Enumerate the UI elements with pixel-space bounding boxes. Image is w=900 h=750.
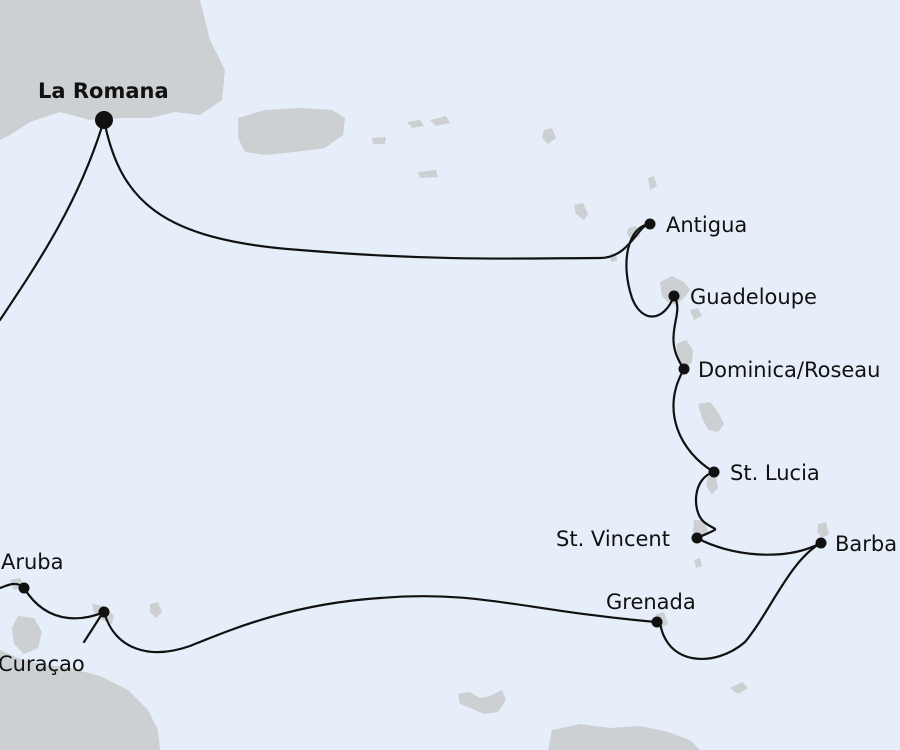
barbuda-island xyxy=(648,176,657,190)
st-lucia-island xyxy=(706,476,718,494)
landmasses xyxy=(0,0,829,750)
paraguana-peninsula xyxy=(12,616,42,654)
route-segment xyxy=(672,367,716,474)
port-marker-dominica[interactable] xyxy=(678,363,690,375)
tobago-island xyxy=(730,682,748,694)
port-label-st-lucia: St. Lucia xyxy=(730,461,820,485)
port-labels: La Romana Antigua Guadeloupe Dominica/Ro… xyxy=(0,79,897,676)
route-segment xyxy=(658,541,823,661)
grenadines-islet xyxy=(694,558,702,568)
route-segment xyxy=(0,118,106,322)
port-markers xyxy=(18,111,827,628)
port-marker-st-lucia[interactable] xyxy=(708,466,720,478)
virgin-island-1 xyxy=(407,120,424,128)
guadeloupe-island xyxy=(660,276,690,305)
port-marker-aruba[interactable] xyxy=(18,582,30,594)
port-marker-st-vincent[interactable] xyxy=(691,532,703,544)
port-label-aruba: Aruba xyxy=(1,550,64,574)
route-segment xyxy=(695,536,823,556)
virgin-island-2 xyxy=(430,116,450,126)
port-label-guadeloupe: Guadeloupe xyxy=(690,285,817,309)
port-label-curacao: Curaçao xyxy=(0,652,85,676)
south-america-landmass xyxy=(0,650,160,750)
route-segment xyxy=(22,586,106,620)
port-label-antigua: Antigua xyxy=(666,213,747,237)
port-label-barbados: Barba xyxy=(835,532,897,556)
route-segment xyxy=(102,118,652,260)
port-label-st-vincent: St. Vincent xyxy=(556,527,670,551)
port-label-grenada: Grenada xyxy=(606,590,696,614)
port-marker-curacao[interactable] xyxy=(98,606,110,618)
hispaniola-landmass xyxy=(0,0,225,140)
port-marker-la-romana[interactable] xyxy=(95,111,113,129)
st-kitts-island xyxy=(574,203,588,220)
curacao-leader-line xyxy=(82,612,104,644)
martinique-island xyxy=(698,402,724,432)
barbados-island xyxy=(817,522,829,538)
trinidad-island xyxy=(548,724,700,750)
route-segment xyxy=(625,222,676,318)
virgin-island-4 xyxy=(418,170,438,178)
port-marker-antigua[interactable] xyxy=(644,218,656,230)
marie-galante-island xyxy=(690,308,702,320)
port-label-dominica: Dominica/Roseau xyxy=(698,358,880,382)
route-segment xyxy=(694,470,717,540)
virgin-island-3 xyxy=(372,137,386,144)
port-marker-barbados[interactable] xyxy=(815,537,827,549)
port-label-la-romana: La Romana xyxy=(38,79,169,103)
route-segment xyxy=(672,294,686,371)
port-marker-grenada[interactable] xyxy=(651,616,663,628)
cruise-route xyxy=(0,118,823,661)
puerto-rico-landmass xyxy=(238,108,345,155)
margarita-island xyxy=(458,690,506,714)
bonaire-island xyxy=(150,602,162,618)
port-marker-guadeloupe[interactable] xyxy=(668,290,680,302)
route-segment xyxy=(102,595,658,654)
anguilla-island xyxy=(542,128,556,144)
